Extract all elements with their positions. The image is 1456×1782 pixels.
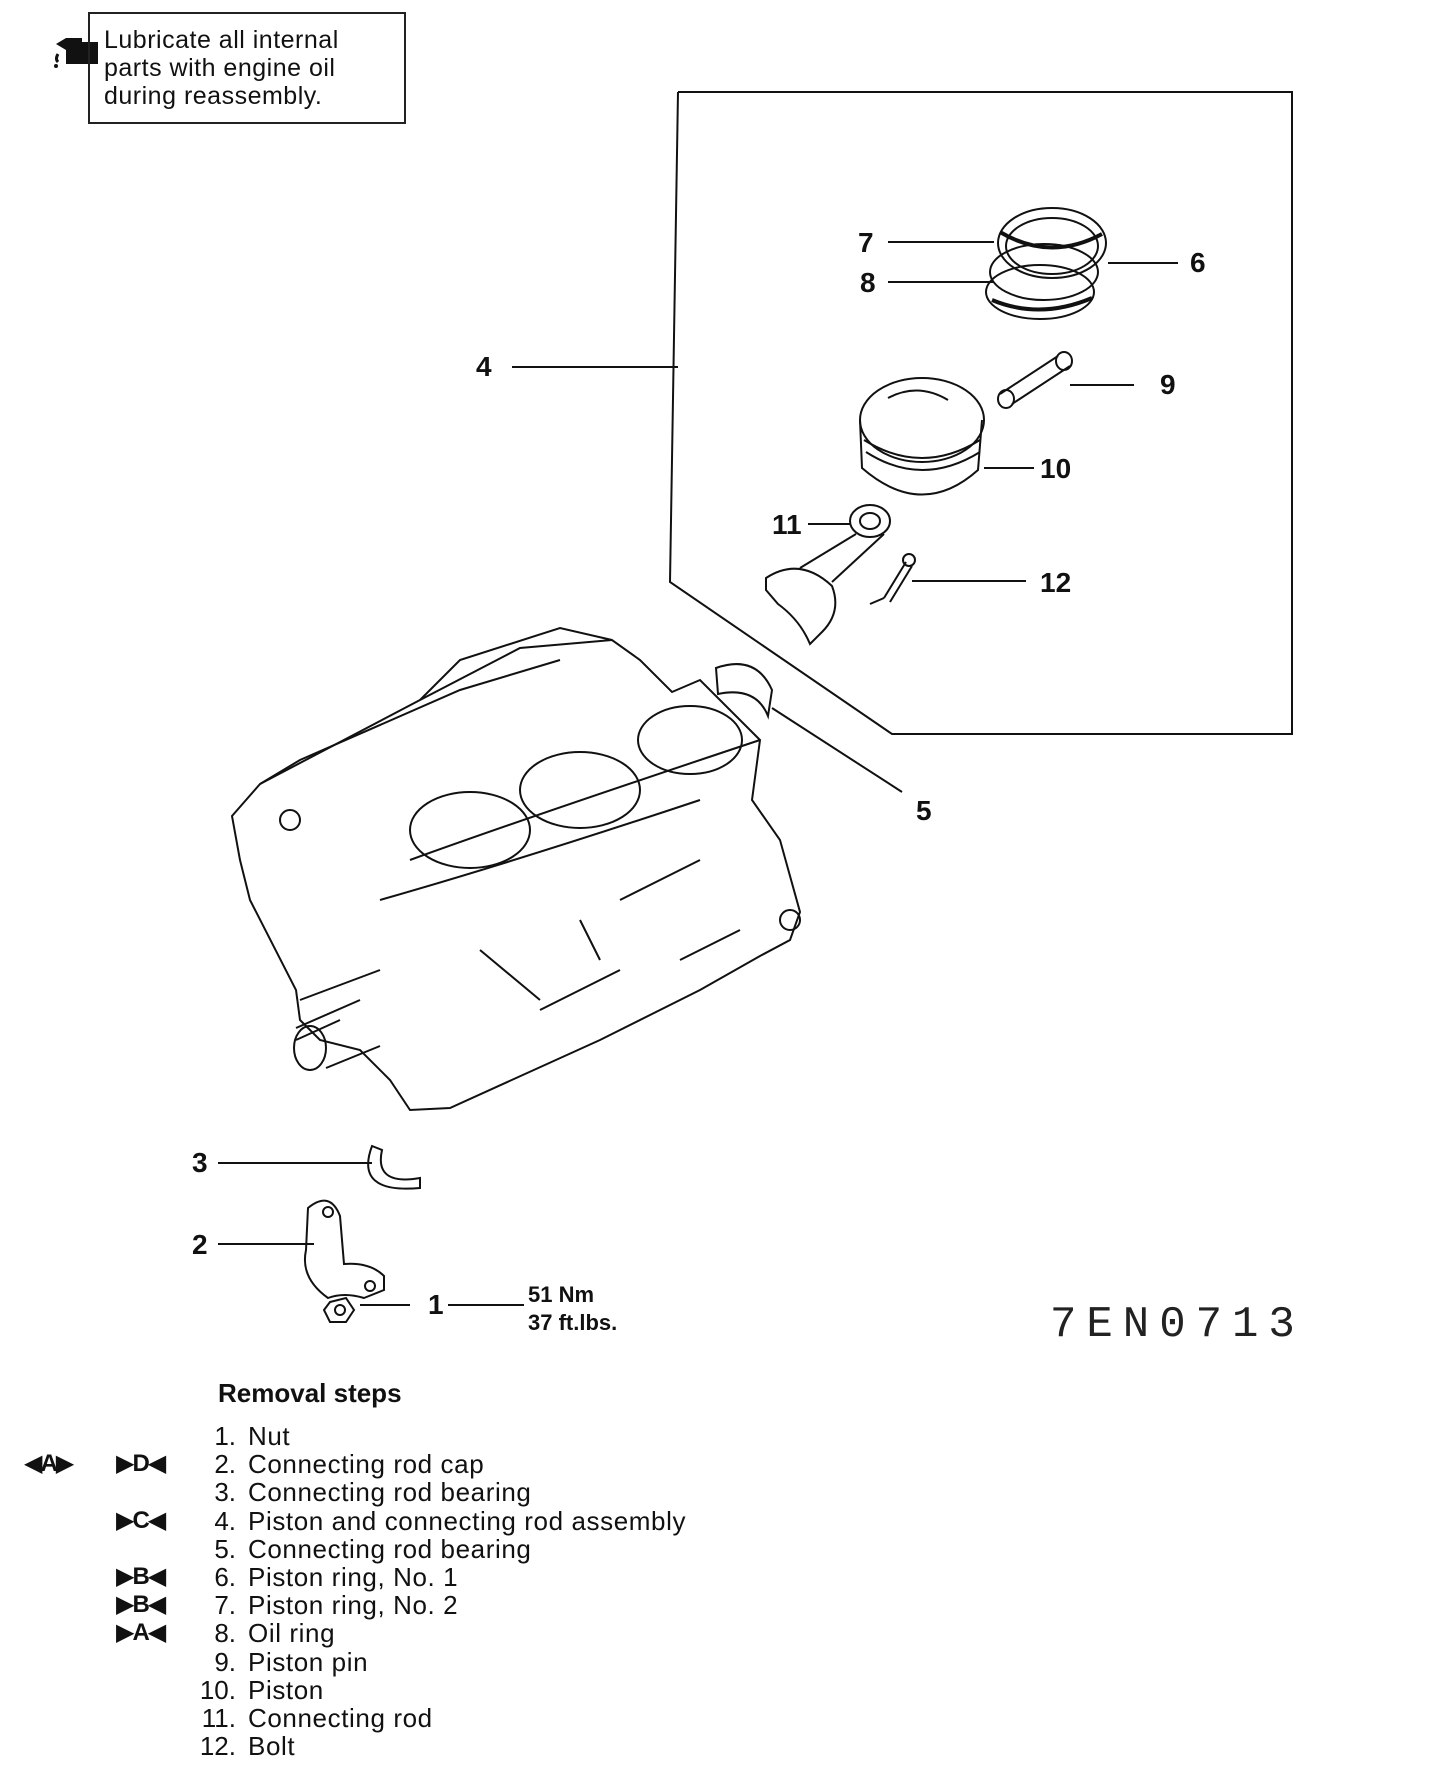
callout-6: 6 <box>1190 247 1206 278</box>
piston-pin-9 <box>997 351 1073 409</box>
connecting-rod-bearing-5 <box>714 663 774 720</box>
step-label: Connecting rod <box>248 1703 433 1733</box>
step-number: 4. <box>214 1505 236 1536</box>
removal-step: 10. Piston <box>0 1676 900 1704</box>
step-label: Connecting rod bearing <box>248 1477 532 1508</box>
step-label: Oil ring <box>248 1618 336 1649</box>
removal-step: ▶C◀ 4. Piston and connecting rod assembly <box>0 1507 900 1535</box>
callout-10: 10 <box>1040 453 1071 484</box>
bolt-12 <box>869 553 916 605</box>
piston-ring-6 <box>997 207 1107 279</box>
engine-block <box>230 626 802 1112</box>
step-number: 10. <box>199 1674 236 1705</box>
oil-can-icon <box>54 38 98 68</box>
connecting-rod-bearing-3 <box>367 1144 421 1190</box>
callout-11: 11 <box>772 509 802 540</box>
piston-10 <box>859 377 985 496</box>
removal-step: 9. Piston pin <box>0 1648 900 1676</box>
callout-1: 1 <box>428 1289 444 1320</box>
removal-step: 11. Connecting rod <box>0 1704 900 1732</box>
removal-steps-title: Removal steps <box>218 1378 402 1408</box>
callout-4: 4 <box>476 351 492 382</box>
callout-8: 8 <box>860 267 876 298</box>
removal-step: 3. Connecting rod bearing <box>0 1478 900 1506</box>
installation-service-mark: ▶C◀ <box>116 1506 166 1534</box>
installation-service-mark: ▶A◀ <box>116 1619 166 1647</box>
callout-3: 3 <box>192 1147 208 1178</box>
callout-9: 9 <box>1160 369 1176 400</box>
callout-2: 2 <box>192 1229 208 1260</box>
step-number: 5. <box>214 1533 236 1564</box>
connecting-rod-11 <box>765 504 891 646</box>
step-label: Piston pin <box>248 1646 369 1677</box>
removal-step: 1. Nut <box>0 1422 900 1450</box>
assembly-frame <box>668 91 1293 735</box>
removal-step: 12. Bolt <box>0 1732 900 1760</box>
step-label: Piston ring, No. 1 <box>248 1562 459 1592</box>
step-label: Connecting rod cap <box>248 1449 485 1480</box>
nut-1 <box>322 1296 356 1323</box>
step-label: Piston <box>248 1674 324 1705</box>
callout-5: 5 <box>916 795 932 826</box>
figure-id: 7EN0713 <box>1050 1300 1305 1350</box>
callout-7: 7 <box>858 227 874 258</box>
step-label: Bolt <box>248 1731 296 1762</box>
installation-service-mark: ▶B◀ <box>116 1591 166 1619</box>
exploded-parts-diagram: 1 2 3 4 5 6 7 8 9 10 11 12 51 Nm 37 ft.l… <box>192 91 1305 1350</box>
step-number: 1. <box>214 1421 236 1451</box>
torque-nm: 51 Nm <box>528 1282 594 1307</box>
removal-step: ▶B◀ 6. Piston ring, No. 1 <box>0 1563 900 1591</box>
step-number: 9. <box>214 1646 236 1677</box>
torque-ftlbs: 37 ft.lbs. <box>528 1310 617 1335</box>
lubrication-note: Lubricate all internal parts with engine… <box>88 12 406 124</box>
removal-service-mark: ◀A▶ <box>24 1450 74 1478</box>
step-number: 12. <box>199 1731 236 1762</box>
step-number: 3. <box>214 1477 236 1508</box>
note-line: Lubricate all internal <box>104 26 339 54</box>
removal-step: ▶B◀ 7. Piston ring, No. 2 <box>0 1591 900 1619</box>
removal-step: ▶A◀ 8. Oil ring <box>0 1619 900 1647</box>
connecting-rod-cap-2 <box>304 1199 385 1300</box>
oil-ring-8 <box>985 264 1095 320</box>
step-label: Piston and connecting rod assembly <box>248 1505 687 1536</box>
step-number: 11. <box>201 1703 236 1733</box>
step-number: 6. <box>214 1562 236 1592</box>
step-label: Nut <box>248 1421 291 1451</box>
step-number: 2. <box>214 1449 236 1480</box>
installation-service-mark: ▶D◀ <box>116 1450 166 1478</box>
step-number: 7. <box>214 1590 236 1621</box>
removal-step: 5. Connecting rod bearing <box>0 1535 900 1563</box>
step-label: Connecting rod bearing <box>248 1533 532 1564</box>
step-number: 8. <box>214 1618 236 1649</box>
step-label: Piston ring, No. 2 <box>248 1590 459 1621</box>
removal-step: ◀A▶ ▶D◀ 2. Connecting rod cap <box>0 1450 900 1478</box>
callout-12: 12 <box>1040 567 1071 598</box>
piston-ring-7 <box>989 243 1099 301</box>
note-line: parts with engine oil <box>104 54 336 82</box>
note-line: during reassembly. <box>104 82 323 110</box>
installation-service-mark: ▶B◀ <box>116 1563 166 1590</box>
